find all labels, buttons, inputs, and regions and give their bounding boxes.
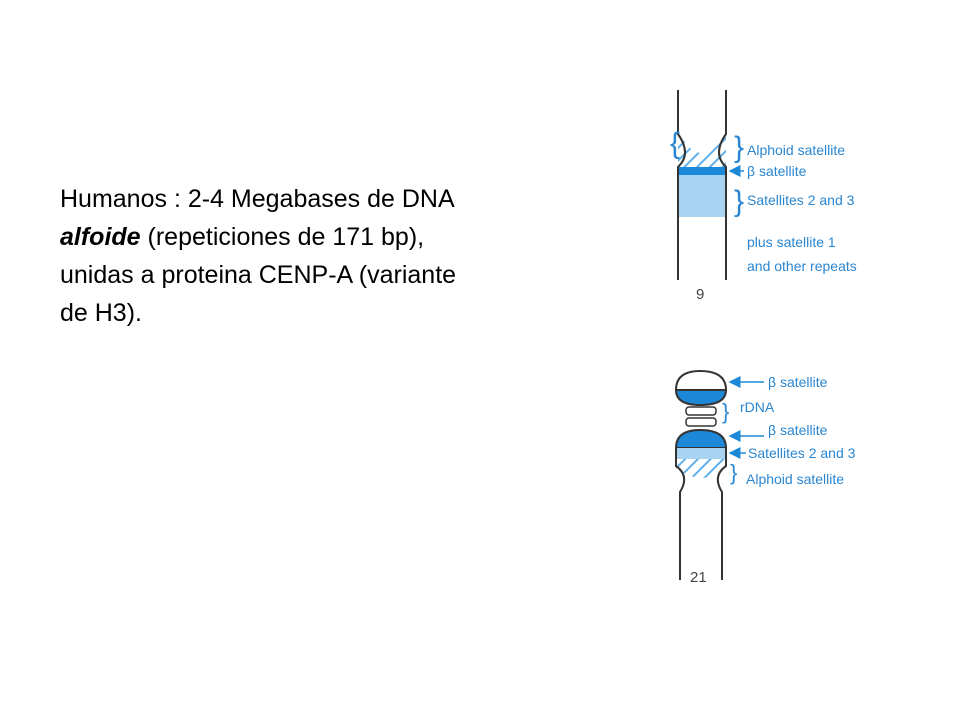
alfoide-term: alfoide <box>60 223 141 251</box>
chr21-number: 21 <box>690 569 707 586</box>
text-line-1: Humanos : 2-4 Megabases de DNA <box>60 185 455 213</box>
label-21-beta-mid: β satellite <box>768 422 828 438</box>
chr9-right-edge <box>718 90 727 280</box>
chr9-left-brace: { <box>670 127 680 160</box>
text-line-4: de H3). <box>60 299 142 327</box>
chr21-right-edge <box>716 448 727 580</box>
alphoid-region-21 <box>676 459 726 478</box>
satellites-2-3-region-9 <box>678 175 726 217</box>
chromosome-9: { } } Alphoid satellite β satellite Sate… <box>670 90 857 303</box>
rdna-stalk-2 <box>685 417 717 427</box>
label-9-alphoid: Alphoid satellite <box>747 142 845 158</box>
beta-satellite-band-9 <box>678 167 726 175</box>
alphoid-region-9 <box>678 134 726 167</box>
chr21-left-edge <box>675 448 686 580</box>
rdna-stalk-1 <box>685 406 717 416</box>
rdna-brace: } <box>722 399 729 424</box>
chr9-left-edge <box>677 90 686 280</box>
beta-satellite-knob-top <box>674 389 728 407</box>
label-9-plus1: plus satellite 1 <box>747 234 836 250</box>
label-21-alphoid: Alphoid satellite <box>746 471 844 487</box>
chr9-brace-sat23: } <box>734 185 744 218</box>
label-9-sat23: Satellites 2 and 3 <box>747 192 855 208</box>
chr9-number: 9 <box>696 286 704 303</box>
label-9-other: and other repeats <box>747 258 857 274</box>
text-line-3: unidas a proteina CENP-A (variante <box>60 261 457 289</box>
label-21-sat23: Satellites 2 and 3 <box>748 445 856 461</box>
text-line-2: alfoide (repeticiones de 171 bp), <box>60 218 600 256</box>
label-21-beta-top: β satellite <box>768 374 828 390</box>
beta-satellite-band-21 <box>674 428 728 449</box>
satellites-2-3-region-21 <box>676 448 726 459</box>
chromosome-21: β satellite } rDNA β satellite Satellite… <box>674 369 856 586</box>
chr21-brace-alphoid: } <box>730 460 737 485</box>
text-line-2-rest: (repeticiones de 171 bp), <box>140 223 425 251</box>
description-text: Humanos : 2-4 Megabases de DNA alfoide (… <box>60 180 600 332</box>
centromere-diagram: { } } Alphoid satellite β satellite Sate… <box>670 90 857 586</box>
chr9-brace-alphoid: } <box>734 131 744 164</box>
satellite-head-top <box>674 369 728 391</box>
label-9-beta: β satellite <box>747 163 807 179</box>
label-21-rdna: rDNA <box>740 399 775 415</box>
